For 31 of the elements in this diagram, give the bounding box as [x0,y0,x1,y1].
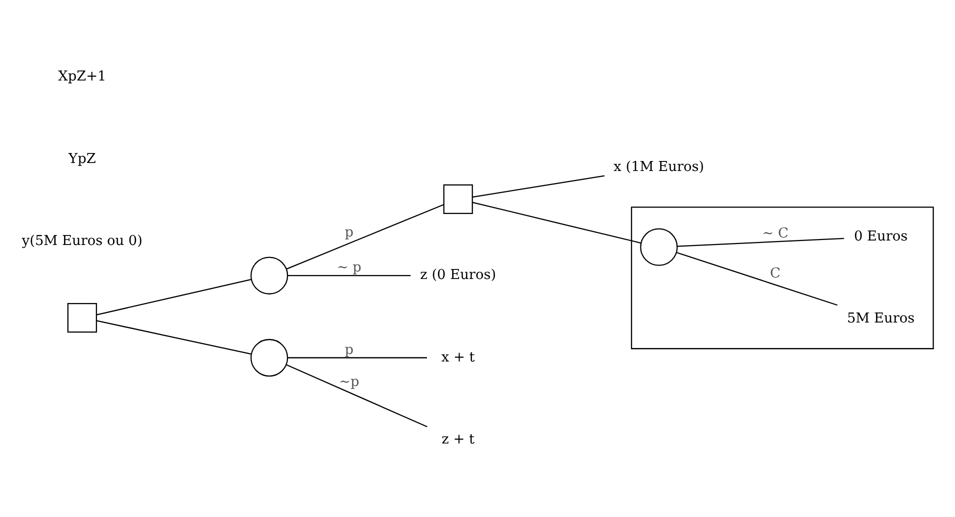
label: y(5M Euros ou 0) [22,232,142,249]
node-text: 5M Euros [846,310,915,327]
connector [677,238,844,247]
edge-label: p [344,224,354,240]
node-text: z + t [442,431,475,448]
edge-label: p [344,342,354,358]
connector [96,278,252,316]
node-text: x (1M Euros) [614,158,704,175]
node-box [67,303,98,333]
edge-label: ~ p [336,260,362,276]
node-text: x + t [441,349,475,366]
connector [676,252,838,306]
node-circle [250,256,288,294]
connector [472,175,605,198]
node-circle [640,228,678,266]
edge-label: ~p [339,374,360,390]
edge-label: ~ C [762,226,788,242]
node-circle [250,338,288,377]
label: YpZ [68,150,96,167]
node-text: z (0 Euros) [420,267,496,284]
connector [286,364,428,428]
connector [286,204,444,270]
connector [472,202,642,244]
connector [288,357,427,358]
node-text: 0 Euros [854,228,908,244]
edge-label: C [770,265,781,282]
connector [288,275,411,276]
label: XpZ+1 [58,68,106,85]
node-box [443,184,473,214]
connector [96,320,252,355]
cluster [630,206,934,350]
